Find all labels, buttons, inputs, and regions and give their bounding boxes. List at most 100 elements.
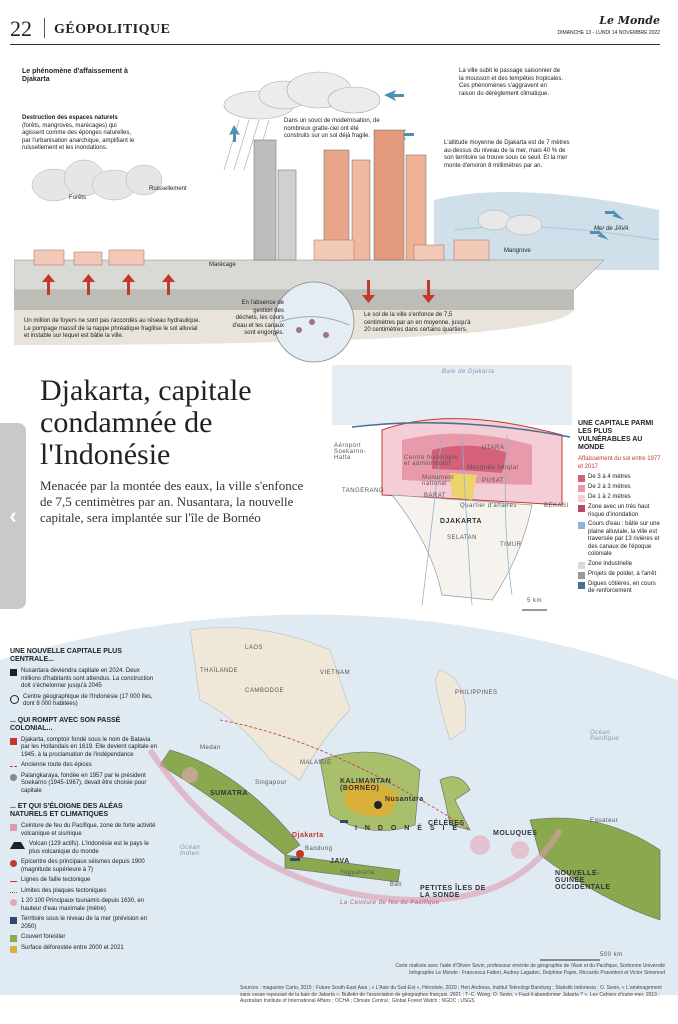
djmap-quartier: Quartier d'affaires — [460, 503, 517, 509]
issue-date: DIMANCHE 13 - LUNDI 14 NOVEMBRE 2022 — [557, 30, 660, 36]
skyscrapers — [253, 129, 427, 261]
pumping-arrows — [42, 274, 435, 303]
legend-earthquake: Epicentre des principaux séismes depuis … — [10, 859, 160, 874]
city-south — [391, 494, 533, 601]
legend-label: Zone avec un très haut risque d'inondati… — [588, 504, 650, 518]
bigmap-nusantara: Nusantara — [385, 796, 424, 803]
label-forests: Destruction des espaces naturels (forêts… — [22, 115, 137, 153]
djmap-airport: Aéroport Soekarno-Hatta — [334, 443, 367, 461]
map-sources: Sources : magazine Carto, 2015 ; Future … — [240, 985, 662, 1004]
label-forests-text: (forêts, mangroves, marécages) qui agiss… — [22, 122, 135, 152]
legend-label: Zone industrielle — [588, 560, 633, 567]
vulnerability-legend-item: Zone avec un très haut risque d'inondati… — [578, 504, 663, 519]
djmap-tangerang: TANGERANG — [342, 488, 385, 494]
legend-label: De 2 à 3 mètres — [588, 484, 631, 490]
bigmap-kalimantan: KALIMANTAN (BORNÉO) — [340, 778, 392, 792]
bigmap-indonesie: I N D O N É S I E — [355, 825, 461, 832]
regional-legend: UNE NOUVELLE CAPITALE PLUS CENTRALE... N… — [10, 640, 160, 956]
legend-label: De 1 à 2 mètres — [588, 494, 631, 500]
subsidence-zone-high — [432, 445, 507, 473]
legend-ring-of-fire: Ceinture de feu du Pacifique, zone de fo… — [10, 823, 160, 838]
bigmap-papouasie: NOUVELLE-GUINÉE OCCIDENTALE — [555, 870, 611, 891]
bay-water — [332, 365, 572, 425]
page-number: 22 — [10, 16, 32, 41]
djmap-bay: Baie de Djakarta — [442, 369, 495, 375]
vulnerability-legend: UNE CAPITALE PARMI LES PLUS VULNÉRABLES … — [578, 420, 663, 598]
bigmap-philippines: PHILIPPINES — [455, 690, 498, 696]
bigmap-ocean-pacifique: Océan Pacifique — [590, 730, 620, 742]
island-sulawesi — [439, 776, 471, 831]
label-altitude: L'altitude moyenne de Djakarta est de 7 … — [444, 140, 570, 169]
bigmap-sumatra: SUMATRA — [210, 790, 248, 797]
vulnerability-legend-item: De 3 à 4 mètres — [578, 474, 663, 482]
header-divider — [44, 18, 45, 38]
legend-label: Projets de polder, à l'arrêt — [588, 570, 657, 577]
map-credits: Carte réalisée avec l'aide d'Olivier Sev… — [240, 963, 665, 976]
bigmap-vietnam: VIETNAM — [320, 670, 351, 676]
vulnerability-legend-item: Cours d'eau : bâtie sur une plaine alluv… — [578, 521, 663, 559]
sea-level-swatch — [10, 917, 17, 924]
djmap-scale: 5 km — [527, 598, 543, 604]
vulnerability-legend-item: De 2 à 3 mètres — [578, 484, 663, 492]
legend-swatch — [578, 581, 585, 589]
storm-clouds — [223, 71, 381, 120]
legend-volcano: Volcan (129 actifs). L'Indonésie est le … — [10, 841, 160, 856]
earthquake-icon — [10, 860, 17, 867]
djakarta-marker-icon — [10, 737, 17, 745]
tsunami-markers — [182, 767, 529, 859]
djmap-timur: TIMUR — [500, 542, 522, 548]
legend-spice-route: Ancienne route des épices — [10, 762, 160, 770]
djmap-barat: BARAT — [424, 493, 447, 499]
legend-faults: Lignes de faille tectonique — [10, 877, 160, 885]
djmap-monas: Monument national — [422, 475, 455, 487]
legend-label: De 3 à 4 mètres — [588, 474, 631, 480]
chevron-left-icon: ‹ — [9, 503, 17, 528]
nusantara-marker-icon — [10, 669, 17, 676]
label-subsidence: Le sol de la ville s'enfonce de 7,5 cent… — [364, 312, 471, 333]
legend-palangkaraya: Palangkaraya, fondée en 1957 par le prés… — [10, 773, 160, 796]
vulnerability-legend-item: Digues côtières, en cours de renforcemen… — [578, 581, 663, 596]
forest-swatch — [10, 935, 17, 942]
mangrove-trees — [477, 209, 543, 236]
label-mangrove: Mangrove — [504, 248, 531, 254]
vulnerability-legend-item: Zone industrielle — [578, 561, 663, 569]
bigmap-laos: LAOS — [245, 645, 264, 651]
label-marecage: Marécage — [209, 262, 236, 268]
ring-swatch — [10, 824, 17, 831]
legend-swatch — [578, 475, 585, 482]
djakarta-map-svg — [332, 365, 572, 611]
legend-forest: Couvert forestier — [10, 934, 160, 942]
deforested-swatch — [10, 946, 17, 953]
fault-line-icon — [10, 881, 17, 882]
bigmap-malaisie: MALAISIE — [300, 760, 332, 766]
bigmap-bandung: Bandung — [305, 846, 333, 852]
sea-level-zones — [290, 820, 348, 861]
canal-line — [278, 316, 350, 326]
vulnerability-legend-item: Projets de polder, à l'arrêt — [578, 571, 663, 579]
bigmap-cambodge: CAMBODGE — [245, 688, 285, 694]
legend-label: Digues côtières, en cours de renforcemen… — [588, 580, 656, 595]
legend-deforested: Surface déforestée entre 2000 et 2021 — [10, 945, 160, 953]
label-pumping: Un million de foyers ne sont pas raccord… — [24, 318, 201, 339]
legend-s2-title: ... QUI ROMPT AVEC SON PASSÉ COLONIAL... — [10, 716, 121, 732]
deforested-borneo — [345, 781, 400, 817]
newspaper-logo: Le Monde — [599, 14, 660, 27]
bigmap-thailande: THAÏLANDE — [200, 668, 239, 674]
mainland-asia — [189, 627, 351, 781]
vulnerability-legend-items: De 3 à 4 mètres De 2 à 3 mètres De 1 à 2 m… — [578, 474, 663, 596]
legend-swatch — [578, 485, 585, 492]
tsunami-scale: 1 20 100 — [21, 898, 45, 904]
low-houses — [33, 239, 490, 266]
vulnerability-legend-subtitle: Affaissement du sol entre 1977 et 2017 — [578, 456, 661, 470]
legend-sea-level: Territoire sous le niveau de la mer (pré… — [10, 916, 160, 931]
djakarta-map: Baie de Djakarta Aéroport Soekarno-Hatta… — [332, 365, 572, 625]
credits-text: Carte réalisée avec l'aide d'Olivier Sev… — [395, 963, 665, 969]
page-back-tab[interactable]: ‹ — [0, 423, 26, 609]
legend-swatch — [578, 505, 585, 512]
bigmap-celebes: CÉLÈBES — [428, 820, 465, 827]
legend-swatch — [578, 495, 585, 502]
djmap-centre: Centre historique et administratif — [404, 455, 459, 467]
djmap-mosquee: Mosquée Istiqlal — [467, 465, 519, 471]
bigmap-ocean-indien: Océan Indien — [180, 845, 201, 857]
legend-plates: Limites des plaques tectoniques — [10, 888, 160, 896]
